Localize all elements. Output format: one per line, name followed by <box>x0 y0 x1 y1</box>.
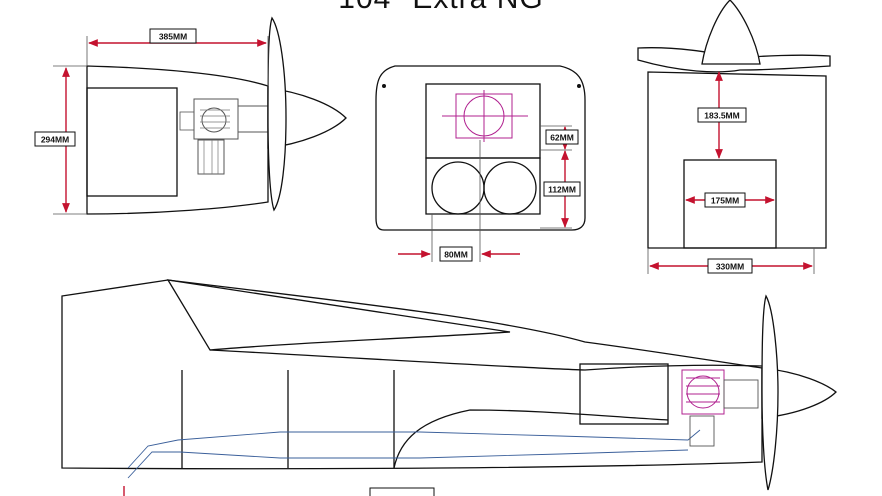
rear-spinner <box>701 0 761 65</box>
fuselage-outline <box>61 279 763 470</box>
dim-label-112: 112MM <box>548 185 576 195</box>
rear-outline <box>647 71 827 249</box>
cowl-firewall-box <box>86 87 178 197</box>
engine-side-icon <box>179 98 269 175</box>
muffler-left <box>431 161 485 215</box>
muffler-right <box>483 161 537 215</box>
fuselage-side-view <box>61 279 837 496</box>
cowl-side-outline <box>86 65 269 215</box>
cowl-rear-view: 183.5MM 175MM 330MM <box>637 0 831 274</box>
dim-label-330: 330MM <box>716 262 744 272</box>
dim-label-183: 183.5MM <box>704 111 739 121</box>
engine-side-large-icon <box>681 369 759 447</box>
dim-label-294: 294MM <box>41 135 69 145</box>
propeller-side <box>267 16 287 212</box>
front-outline <box>375 65 586 231</box>
fuselage-cowl-box <box>579 363 669 425</box>
dim-label-385: 385MM <box>159 32 187 42</box>
spinner-side <box>267 87 347 149</box>
propeller-large <box>761 294 779 491</box>
exhaust-pipe <box>127 429 701 479</box>
spinner-large <box>761 367 837 419</box>
firewall-opening <box>683 159 777 249</box>
cowl-front-view: 62MM 112MM 80MM <box>375 65 586 262</box>
dim-label-80: 80MM <box>444 250 468 260</box>
drawing-title: 104" Extra NG <box>0 0 882 16</box>
engine-box-front <box>425 83 541 159</box>
canopy-line <box>166 279 511 351</box>
dim-label-175: 175MM <box>711 196 739 206</box>
engine-front-icon <box>442 90 528 142</box>
dim-label-62: 62MM <box>550 133 574 143</box>
cowl-side-view: 385MM 294MM <box>34 16 347 215</box>
